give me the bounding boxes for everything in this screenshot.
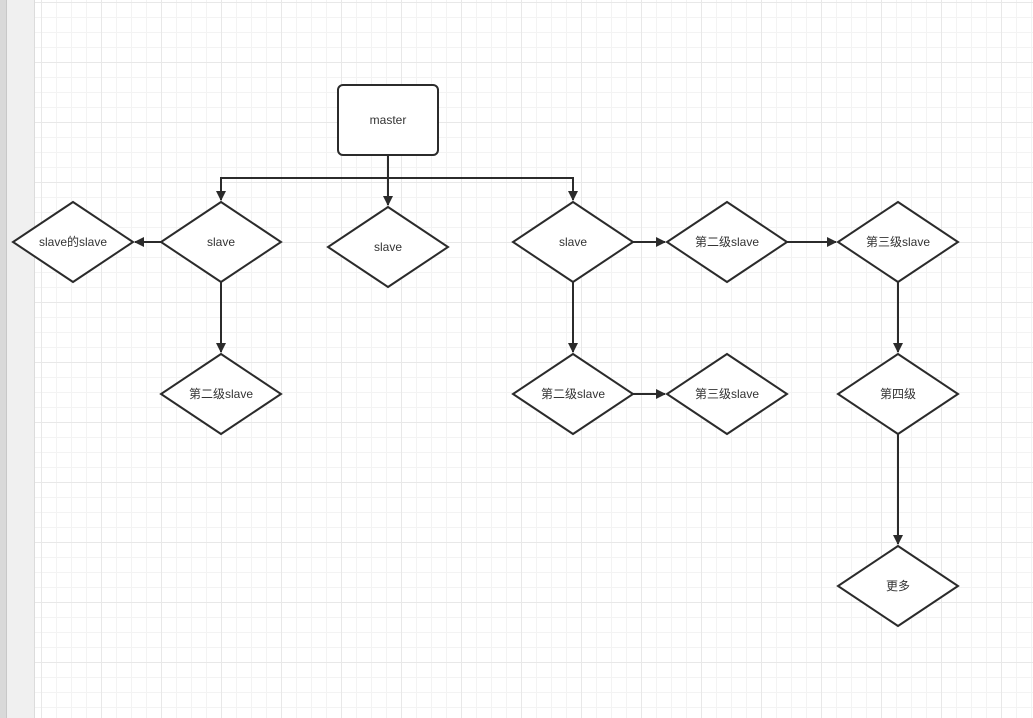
node-label: slave的slave xyxy=(39,234,107,249)
node-master[interactable]: master xyxy=(337,84,439,156)
left-panel-strip xyxy=(0,0,34,718)
node-slave-left-level2[interactable]: 第二级slave xyxy=(159,352,283,436)
edge-master-to-slave-right xyxy=(388,177,578,201)
node-label: master xyxy=(370,113,407,127)
node-right-level3-b[interactable]: 第三级slave xyxy=(665,352,789,436)
edge-master-to-slave-left xyxy=(216,177,388,201)
node-right-level2-b[interactable]: 第二级slave xyxy=(511,352,635,436)
node-slave-right[interactable]: slave xyxy=(511,200,635,284)
edges xyxy=(134,156,903,545)
node-label: 第二级slave xyxy=(695,235,759,249)
node-label: slave xyxy=(207,235,235,249)
node-label: slave xyxy=(559,235,587,249)
node-slave-of-slave[interactable]: slave的slave xyxy=(11,200,135,284)
node-label: 第三级slave xyxy=(695,387,759,401)
node-label: 第二级slave xyxy=(189,387,253,401)
node-label: 第二级slave xyxy=(541,387,605,401)
node-label: 第四级 xyxy=(880,387,916,401)
node-label: slave xyxy=(374,240,402,254)
node-slave-left[interactable]: slave xyxy=(159,200,283,284)
node-label: 第三级slave xyxy=(866,235,930,249)
node-slave-mid[interactable]: slave xyxy=(326,205,450,289)
panel-scroll-edge[interactable] xyxy=(0,0,7,718)
node-label: 更多 xyxy=(886,579,910,593)
node-level4[interactable]: 第四级 xyxy=(836,352,960,436)
node-right-level2-a[interactable]: 第二级slave xyxy=(665,200,789,284)
node-more[interactable]: 更多 xyxy=(836,544,960,628)
node-right-level3-a[interactable]: 第三级slave xyxy=(836,200,960,284)
